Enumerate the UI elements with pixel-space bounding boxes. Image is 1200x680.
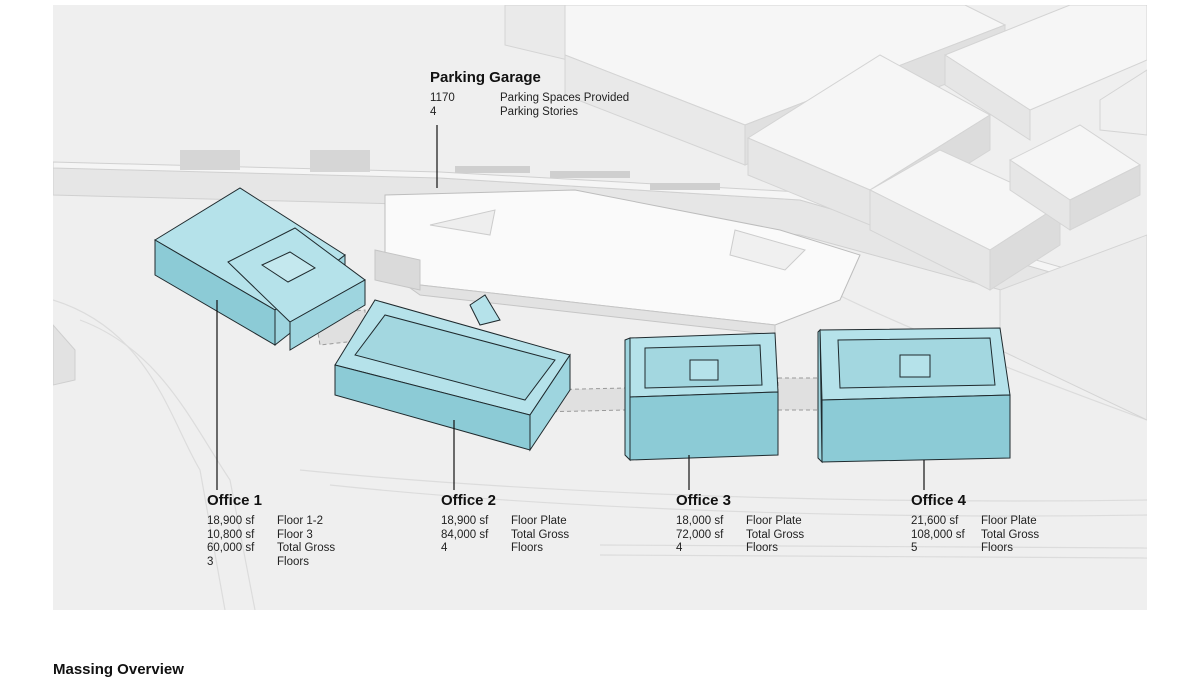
stat-label: Floor Plate [981, 515, 1037, 527]
stat-value: 4 [676, 542, 683, 554]
stat-value: 60,000 sf [207, 542, 255, 554]
stat-value: 3 [207, 555, 214, 568]
parking-garage-stats: 1170 Parking Spaces Provided 4 Parking S… [430, 92, 629, 119]
stat-label: Floors [981, 542, 1013, 554]
office-4-title: Office 4 [911, 492, 967, 509]
stat-label: Floor Plate [746, 515, 802, 527]
stat-label: Total Gross [511, 528, 570, 541]
stat-value: 72,000 sf [676, 528, 724, 541]
stat-value: 4 [441, 542, 448, 554]
stat-label: Floor Plate [511, 515, 567, 527]
stat-label: Total Gross [746, 528, 805, 541]
office-2-stats: 18,900 sf Floor Plate 84,000 sf Total Gr… [441, 515, 569, 556]
office-4-callout: Office 4 21,600 sf Floor Plate 108,000 s… [911, 492, 1039, 556]
office-3-massing [624, 332, 779, 462]
stat-value: 84,000 sf [441, 528, 489, 541]
office-1-massing [154, 187, 366, 351]
stat-label: Floors [746, 542, 778, 554]
office-4-massing [817, 327, 1011, 464]
office-2-title: Office 2 [441, 492, 497, 509]
office-2-massing [334, 294, 571, 452]
stat-value: 10,800 sf [207, 528, 255, 541]
stat-value: 18,000 sf [676, 515, 724, 527]
context-building-left [53, 324, 76, 386]
stat-label: Floor 3 [277, 528, 313, 541]
stat-value: 4 [430, 105, 437, 118]
stat-value: 18,900 sf [441, 515, 489, 527]
office-3-title: Office 3 [676, 492, 732, 509]
stat-value: 5 [911, 542, 918, 554]
stat-label: Floors [511, 542, 543, 554]
stat-label: Floors [277, 555, 309, 568]
stat-label: Total Gross [981, 528, 1040, 541]
figure-caption: Massing Overview [53, 661, 184, 678]
parking-garage-title: Parking Garage [430, 69, 541, 86]
stat-value: 21,600 sf [911, 515, 959, 527]
stat-value: 1170 [430, 92, 455, 104]
stat-label: Total Gross [277, 542, 336, 554]
office-4-stats: 21,600 sf Floor Plate 108,000 sf Total G… [911, 515, 1039, 556]
stat-value: 108,000 sf [911, 528, 965, 541]
office-3-stats: 18,000 sf Floor Plate 72,000 sf Total Gr… [676, 515, 804, 556]
leader-lines [216, 125, 925, 490]
parking-garage [374, 189, 861, 336]
office-2-callout: Office 2 18,900 sf Floor Plate 84,000 sf… [441, 492, 569, 556]
office-1-callout: Office 1 18,900 sf Floor 1-2 10,800 sf F… [207, 492, 335, 569]
parking-garage-callout: Parking Garage 1170 Parking Spaces Provi… [430, 69, 629, 119]
stat-value: 18,900 sf [207, 515, 255, 527]
office-3-callout: Office 3 18,000 sf Floor Plate 72,000 sf… [676, 492, 804, 556]
context-buildings-top [504, 5, 1147, 421]
stat-label: Floor 1-2 [277, 515, 324, 527]
stat-label: Parking Spaces Provided [500, 92, 630, 104]
site-linework [53, 249, 1147, 610]
stat-label: Parking Stories [500, 105, 578, 118]
office-1-title: Office 1 [207, 492, 263, 509]
massing-scene [53, 5, 1147, 610]
office-1-stats: 18,900 sf Floor 1-2 10,800 sf Floor 3 60… [207, 515, 335, 569]
